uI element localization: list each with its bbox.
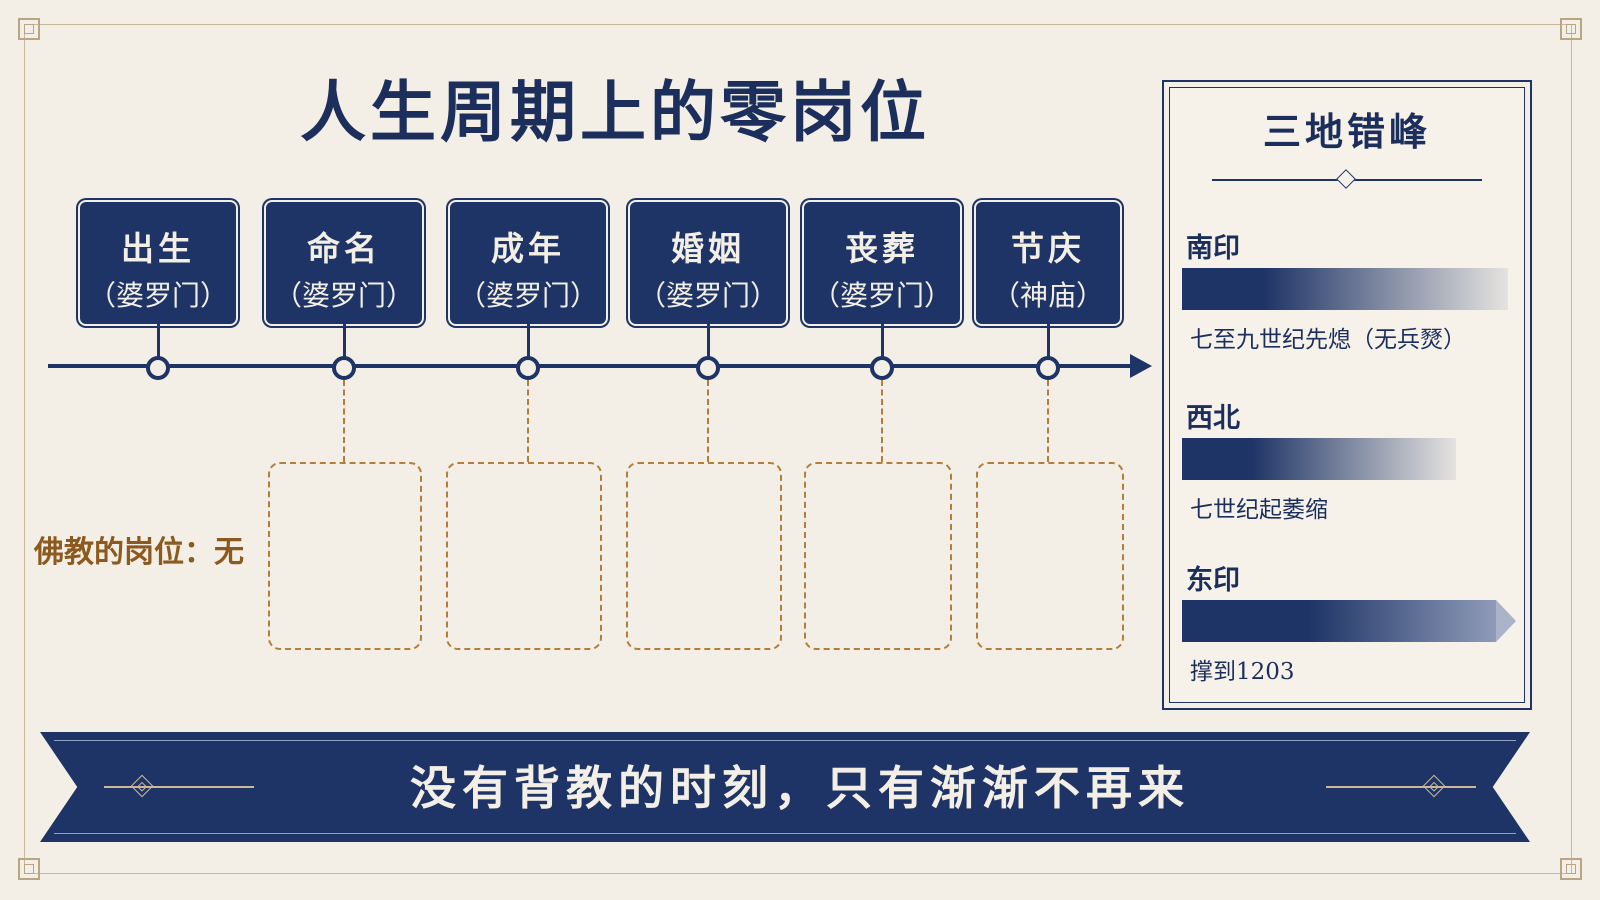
timeline-stem (527, 324, 530, 358)
timeline-node-funeral: 丧葬 （婆罗门） (804, 202, 960, 324)
timeline-node-place: （神庙） (991, 279, 1104, 312)
timeline-arrow-icon (1130, 354, 1152, 378)
region-bar-south (1182, 268, 1508, 310)
timeline-node-place: （婆罗门） (273, 279, 414, 312)
region-note-east: 撑到1203 (1190, 659, 1295, 685)
dashed-connector (343, 380, 345, 462)
arrow-right-icon (1496, 600, 1516, 642)
empty-slot (804, 462, 952, 650)
region-note-south: 七至九世纪先熄（无兵燹） (1190, 327, 1466, 353)
timeline-node-name: 出生 (121, 229, 195, 268)
timeline-dot (870, 356, 894, 380)
dashed-connector (881, 380, 883, 462)
buddhist-slots-label: 佛教的岗位：无 (34, 535, 244, 570)
corner-ornament-bottom-right (1560, 858, 1582, 880)
timeline-stem (343, 324, 346, 358)
timeline-node-name: 命名 (307, 229, 381, 268)
corner-ornament-bottom-left (18, 858, 40, 880)
region-name-east: 东印 (1186, 565, 1240, 596)
banner-rule-left (104, 786, 254, 788)
timeline-dot (146, 356, 170, 380)
banner-rule-right (1326, 786, 1476, 788)
timeline-stem (157, 324, 160, 358)
timeline-node-place: （婆罗门） (811, 279, 952, 312)
timeline-node-place: （婆罗门） (637, 279, 778, 312)
region-name-northwest: 西北 (1186, 403, 1240, 434)
empty-slot (268, 462, 422, 650)
timeline-node-place: （婆罗门） (457, 279, 598, 312)
timeline-node-name: 成年 (491, 229, 565, 268)
timeline-dot (516, 356, 540, 380)
bottom-banner (40, 732, 1530, 842)
page-title: 人生周期上的零岗位 (300, 73, 930, 151)
corner-ornament-top-right (1560, 18, 1582, 40)
timeline-node-naming: 命名 （婆罗门） (266, 202, 422, 324)
banner-slogan: 没有背教的时刻，只有渐渐不再来 (410, 761, 1190, 815)
timeline-dot (332, 356, 356, 380)
region-bar-northwest (1182, 438, 1456, 480)
empty-slot (446, 462, 602, 650)
panel-title: 三地错峰 (1262, 109, 1431, 154)
timeline-stem (1047, 324, 1050, 358)
dashed-connector (1047, 380, 1049, 462)
timeline-stem (707, 324, 710, 358)
timeline-node-festival: 节庆 （神庙） (976, 202, 1120, 324)
timeline-axis (48, 364, 1138, 368)
timeline-node-marriage: 婚姻 （婆罗门） (630, 202, 786, 324)
timeline-node-name: 节庆 (1011, 229, 1085, 268)
corner-ornament-top-left (18, 18, 40, 40)
timeline-node-place: （婆罗门） (87, 279, 228, 312)
dashed-connector (707, 380, 709, 462)
dashed-connector (527, 380, 529, 462)
banner-inner-border (54, 740, 1516, 834)
empty-slot (976, 462, 1124, 650)
timeline-node-name: 丧葬 (845, 229, 919, 268)
timeline-dot (1036, 356, 1060, 380)
region-name-south: 南印 (1186, 233, 1240, 264)
timeline-stem (881, 324, 884, 358)
timeline-node-name: 婚姻 (671, 229, 745, 268)
timeline-node-coming-of-age: 成年 （婆罗门） (450, 202, 606, 324)
empty-slot (626, 462, 782, 650)
timeline-node-birth: 出生 （婆罗门） (80, 202, 236, 324)
region-note-northwest: 七世纪起萎缩 (1190, 497, 1328, 523)
region-bar-east (1182, 600, 1496, 642)
outer-frame (24, 24, 1572, 874)
timeline-dot (696, 356, 720, 380)
